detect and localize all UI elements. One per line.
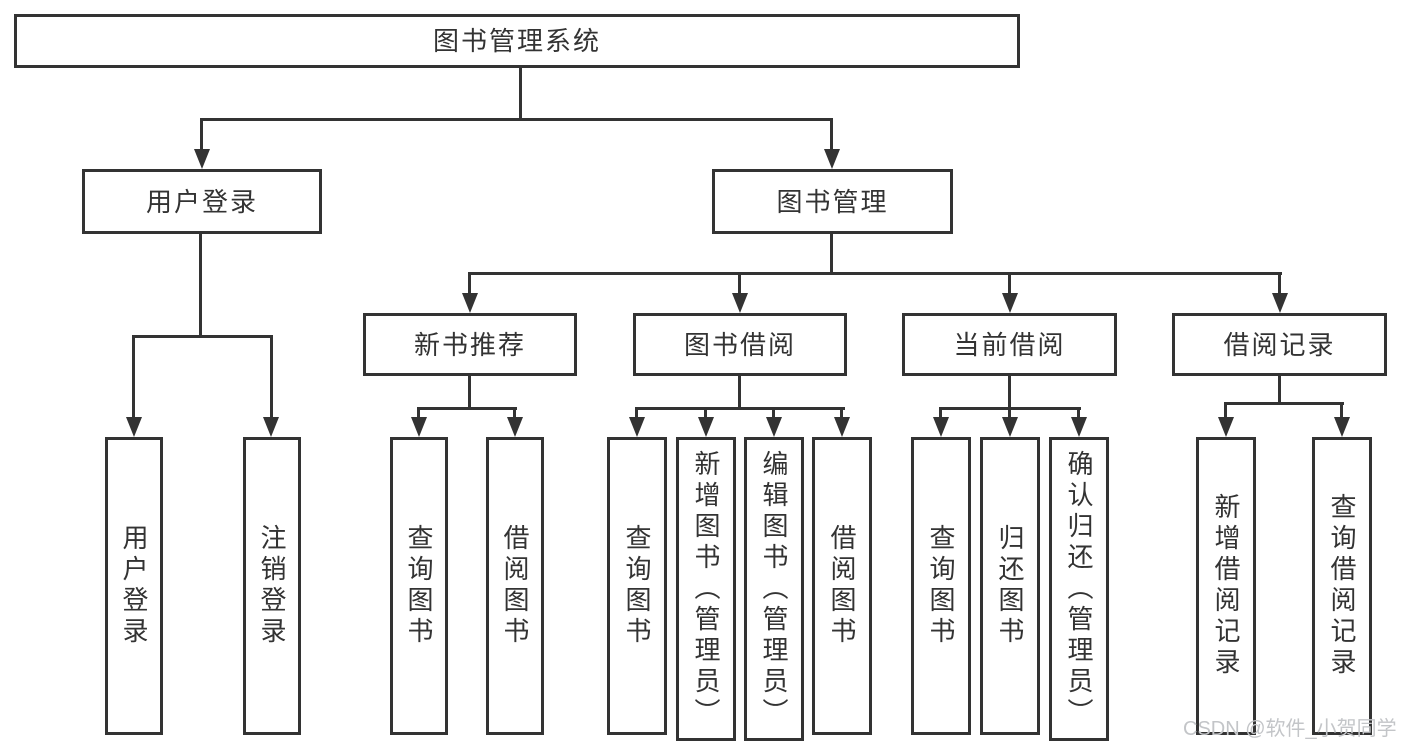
connector-stem <box>468 272 471 295</box>
node-new-book-recommend-label: 新书推荐 <box>413 329 526 360</box>
connector-stem <box>513 407 516 419</box>
leaf-query-books-2: 查询图书 <box>607 437 667 735</box>
connector-stem <box>417 407 420 419</box>
arrow-down-icon <box>194 149 210 169</box>
leaf-logout-label: 注销登录 <box>257 524 287 648</box>
leaf-edit-books-admin-label: 编辑图书（管理员） <box>759 449 789 729</box>
connector-stem <box>1008 376 1011 407</box>
leaf-return-books: 归还图书 <box>980 437 1040 735</box>
leaf-query-books-label: 查询图书 <box>404 524 434 648</box>
arrow-down-icon <box>766 417 782 437</box>
connector-stem <box>1008 407 1011 419</box>
arrow-down-icon <box>1334 417 1350 437</box>
arrow-down-icon <box>834 417 850 437</box>
arrow-down-icon <box>126 417 142 437</box>
connector-stem <box>1278 272 1281 295</box>
connector-stem <box>704 407 707 419</box>
node-new-book-recommend: 新书推荐 <box>363 313 577 376</box>
node-user-login-label: 用户登录 <box>145 186 258 217</box>
leaf-return-books-label: 归还图书 <box>995 524 1025 648</box>
connector-root-bar <box>201 118 833 121</box>
leaf-logout: 注销登录 <box>243 437 301 735</box>
connector-stem <box>830 234 833 272</box>
arrow-down-icon <box>933 417 949 437</box>
node-book-borrow: 图书借阅 <box>633 313 847 376</box>
arrow-down-icon <box>507 417 523 437</box>
node-current-borrow-label: 当前借阅 <box>953 329 1066 360</box>
connector-stem <box>1008 272 1011 295</box>
connector-stem <box>772 407 775 419</box>
connector-bar <box>468 272 1282 275</box>
arrow-down-icon <box>462 293 478 313</box>
leaf-add-borrow-record: 新增借阅记录 <box>1196 437 1256 735</box>
connector-stem <box>132 335 135 419</box>
connector-bar <box>132 335 273 338</box>
leaf-add-books-admin-label: 新增图书（管理员） <box>691 449 721 729</box>
arrow-down-icon <box>732 293 748 313</box>
arrow-down-icon <box>629 417 645 437</box>
node-user-login: 用户登录 <box>82 169 322 234</box>
leaf-borrow-books-1: 借阅图书 <box>486 437 544 735</box>
node-root-label: 图书管理系统 <box>432 26 601 56</box>
connector-stem <box>200 118 203 151</box>
connector-stem <box>939 407 942 419</box>
connector-stem <box>468 376 471 407</box>
arrow-down-icon <box>263 417 279 437</box>
arrow-down-icon <box>824 149 840 169</box>
connector-root-stem <box>519 67 522 118</box>
arrow-down-icon <box>1071 417 1087 437</box>
node-book-management-label: 图书管理 <box>776 186 889 217</box>
node-current-borrow: 当前借阅 <box>902 313 1117 376</box>
connector-stem <box>840 407 843 419</box>
node-root: 图书管理系统 <box>14 14 1020 68</box>
leaf-add-borrow-record-label: 新增借阅记录 <box>1211 493 1241 679</box>
connector-stem <box>830 118 833 151</box>
arrow-down-icon <box>1002 293 1018 313</box>
leaf-query-borrow-record: 查询借阅记录 <box>1312 437 1372 735</box>
arrow-down-icon <box>1218 417 1234 437</box>
node-book-borrow-label: 图书借阅 <box>683 329 796 360</box>
leaf-add-books-admin: 新增图书（管理员） <box>676 437 736 741</box>
arrow-down-icon <box>1272 293 1288 313</box>
connector-stem <box>270 335 273 419</box>
connector-stem <box>1340 402 1343 419</box>
connector-stem <box>738 376 741 407</box>
connector-bar <box>1224 402 1344 405</box>
leaf-query-borrow-record-label: 查询借阅记录 <box>1327 493 1357 679</box>
leaf-confirm-return-admin-label: 确认归还（管理员） <box>1064 449 1094 729</box>
connector-stem <box>1077 407 1080 419</box>
leaf-query-books-label: 查询图书 <box>622 524 652 648</box>
leaf-user-login-label: 用户登录 <box>119 524 149 648</box>
leaf-edit-books-admin: 编辑图书（管理员） <box>744 437 804 741</box>
leaf-borrow-books-label: 借阅图书 <box>827 524 857 648</box>
watermark: CSDN @软件_小贺同学 <box>1183 718 1397 740</box>
node-borrow-records-label: 借阅记录 <box>1223 329 1336 360</box>
leaf-query-books-label: 查询图书 <box>926 524 956 648</box>
connector-bar <box>635 407 845 410</box>
arrow-down-icon <box>698 417 714 437</box>
connector-bar <box>417 407 517 410</box>
connector-stem <box>738 272 741 295</box>
connector-stem <box>635 407 638 419</box>
connector-stem <box>199 234 202 335</box>
connector-stem <box>1224 402 1227 419</box>
leaf-query-books-3: 查询图书 <box>911 437 971 735</box>
arrow-down-icon <box>1002 417 1018 437</box>
arrow-down-icon <box>411 417 427 437</box>
connector-stem <box>1278 376 1281 402</box>
leaf-borrow-books-2: 借阅图书 <box>812 437 872 735</box>
leaf-query-books-1: 查询图书 <box>390 437 448 735</box>
leaf-user-login: 用户登录 <box>105 437 163 735</box>
node-book-management: 图书管理 <box>712 169 953 234</box>
leaf-borrow-books-label: 借阅图书 <box>500 524 530 648</box>
node-borrow-records: 借阅记录 <box>1172 313 1387 376</box>
leaf-confirm-return-admin: 确认归还（管理员） <box>1049 437 1109 741</box>
